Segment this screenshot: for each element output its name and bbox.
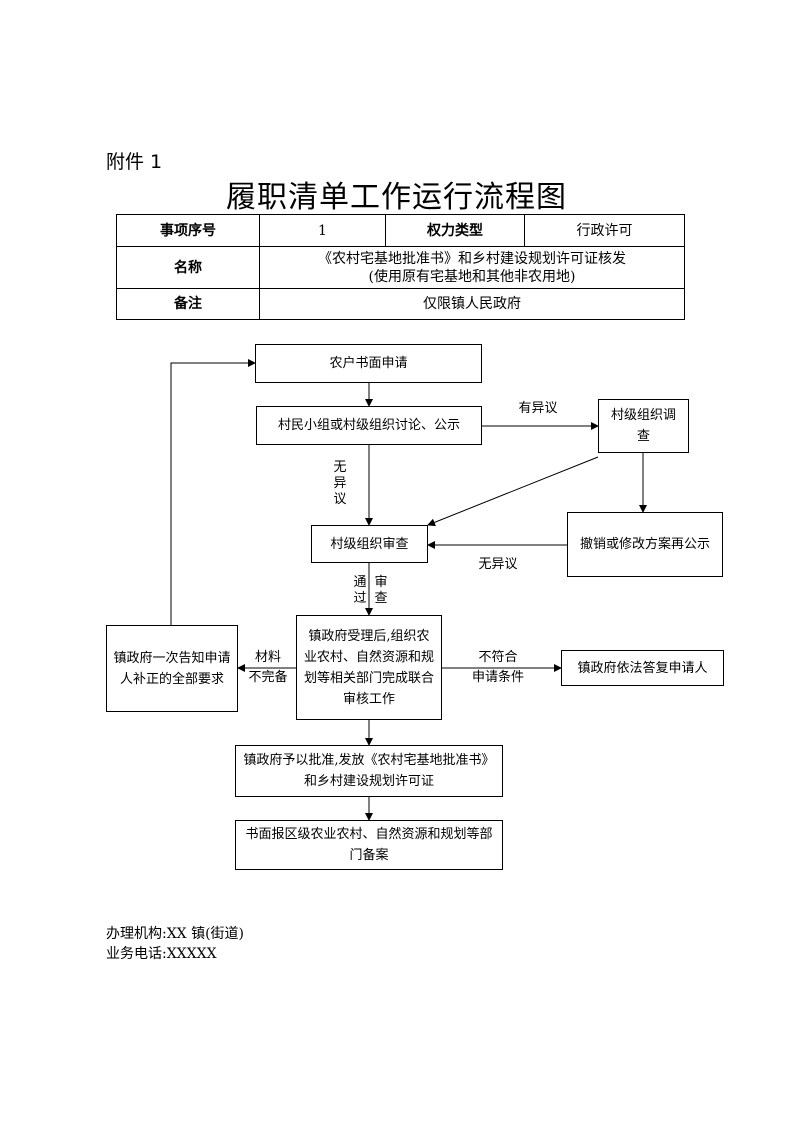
page-title: 履职清单工作运行流程图 (226, 180, 567, 215)
info-table: 事项序号 1 权力类型 行政许可 名称 《农村宅基地批准书》和乡村建设规划许可证… (116, 214, 685, 320)
box-accept: 镇政府受理后,组织农业农村、自然资源和规划等相关部门完成联合审核工作 (296, 615, 442, 720)
box-reply: 镇政府依法答复申请人 (561, 650, 724, 686)
name-value-line1: 《农村宅基地批准书》和乡村建设规划许可证核发 (318, 250, 626, 267)
box-approve: 镇政府予以批准,发放《农村宅基地批准书》和乡村建设规划许可证 (235, 745, 503, 797)
label-no-objection: 无异议 (478, 557, 518, 572)
box-file: 书面报区级农业农村、自然资源和规划等部门备案 (235, 820, 503, 870)
label-conditions: 申请条件 (471, 670, 524, 685)
footer-phone: 业务电话:XXXXX (106, 946, 217, 962)
attachment-label: 附件 1 (106, 151, 163, 173)
remark-label: 备注 (116, 288, 260, 320)
remark-value: 仅限镇人民政府 (259, 288, 685, 320)
label-objection: 有异议 (518, 401, 558, 416)
label-pass: 通过 (353, 575, 367, 606)
arrow-notify-to-apply (170, 359, 256, 625)
name-value-line2: (使用原有宅基地和其他非农用地) (368, 268, 576, 285)
box-investigate: 村级组织调查 (598, 399, 689, 453)
box-revoke: 撤销或修改方案再公示 (567, 512, 723, 577)
label-incomplete: 不完备 (248, 670, 288, 685)
name-value: 《农村宅基地批准书》和乡村建设规划许可证核发 (使用原有宅基地和其他非农用地) (259, 246, 685, 289)
box-notify: 镇政府一次告知申请人补正的全部要求 (106, 625, 238, 712)
footer-agency: 办理机构:XX 镇(街道) (106, 926, 245, 942)
arrow-investigate-to-review (427, 456, 599, 527)
box-discuss: 村民小组或村级组织讨论、公示 (256, 406, 482, 445)
box-review: 村级组织审查 (311, 525, 428, 563)
label-review: 审查 (374, 575, 388, 606)
power-type-value: 行政许可 (524, 214, 685, 247)
label-not-meet: 不符合 (478, 650, 518, 665)
name-label: 名称 (116, 246, 260, 289)
label-no-objection-vertical: 无异议 (333, 460, 347, 507)
box-apply: 农户书面申请 (255, 344, 482, 383)
label-materials: 材料 (254, 650, 281, 665)
